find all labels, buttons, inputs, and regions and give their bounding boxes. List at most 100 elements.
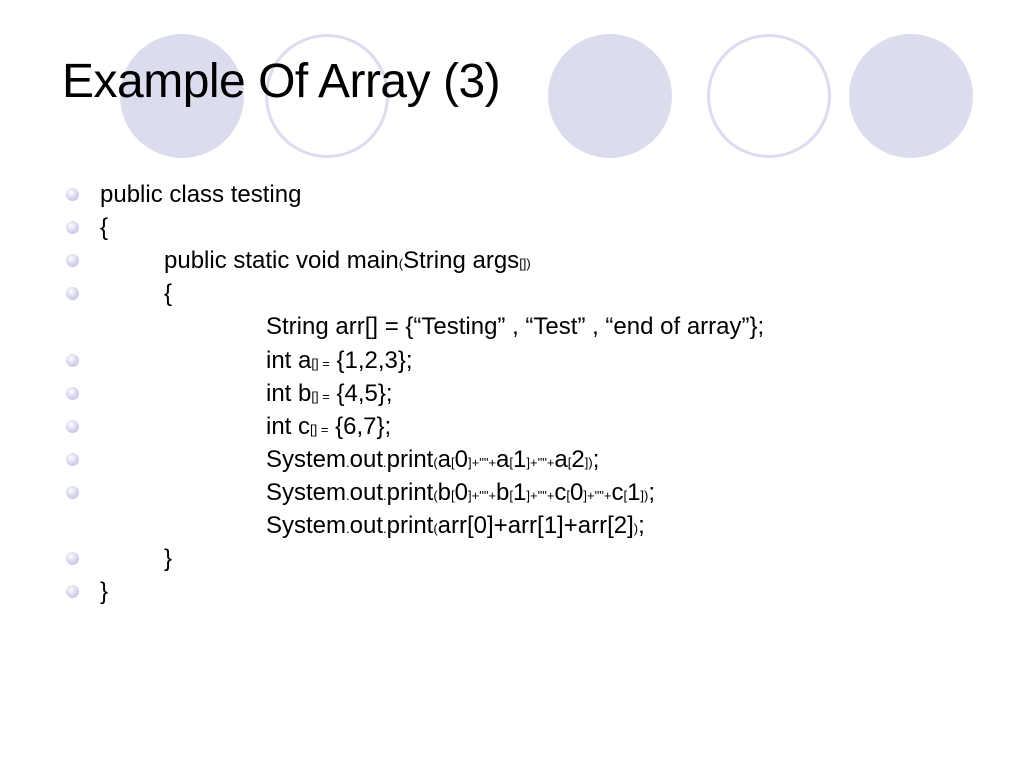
- code-line-text: {: [164, 282, 172, 306]
- code-token: {4,5};: [329, 379, 393, 407]
- code-token: out: [349, 445, 384, 473]
- code-line: String arr[] = {“Testing” , “Test” , “en…: [0, 315, 1024, 343]
- code-token: 1: [627, 478, 641, 506]
- code-line: System.out.print(arr[0]+arr[1]+arr[2]);: [0, 514, 1024, 542]
- bullet-icon: [66, 485, 79, 499]
- code-token: 0: [454, 478, 469, 506]
- code-line-text: int c[] = {6,7};: [266, 414, 391, 439]
- code-line: System.out.print(b[0]+""+b[1]+""+c[0]+""…: [0, 478, 1024, 509]
- code-token: int a: [266, 346, 312, 374]
- bullet-icon: [66, 386, 79, 400]
- code-token: ]+""+: [526, 487, 555, 503]
- code-line-text: int b[] = {4,5};: [266, 379, 393, 407]
- code-token: public class testing: [100, 181, 302, 208]
- code-token: (: [433, 454, 438, 470]
- code-token: [: [623, 487, 628, 503]
- code-line: public class testing: [0, 183, 1024, 211]
- code-token: ;: [648, 478, 656, 506]
- code-line-text: {: [100, 216, 108, 240]
- decor-circle-filled: [120, 34, 244, 158]
- code-token: [: [509, 487, 514, 503]
- code-token: System: [266, 445, 347, 473]
- code-token: 1: [513, 478, 527, 506]
- code-token: ]+""+: [526, 454, 555, 470]
- code-line-text: public class testing: [100, 183, 301, 207]
- code-token: a: [437, 445, 452, 473]
- code-token: {: [100, 214, 109, 242]
- code-token: [] =: [310, 421, 329, 437]
- decor-circle-outline: [265, 34, 389, 158]
- code-token: .: [383, 487, 387, 503]
- code-token: (: [433, 487, 438, 503]
- bullet-icon: [66, 452, 79, 466]
- bullet-icon: [66, 188, 79, 201]
- code-token: arr[0]+arr[1]+arr[2]: [437, 512, 634, 539]
- bullet-icon: [66, 221, 79, 235]
- bullet-icon: [66, 419, 79, 433]
- code-line: System.out.print(a[0]+""+a[1]+""+a[2]);: [0, 445, 1024, 476]
- code-token: 0: [570, 478, 584, 506]
- code-line: public static void main(String args[]): [0, 249, 1024, 277]
- code-token: ]+""+: [468, 454, 497, 470]
- code-token: (: [433, 521, 438, 536]
- code-token: [: [509, 454, 514, 470]
- code-line-text: int a[] = {1,2,3};: [266, 346, 413, 374]
- code-token: (: [398, 256, 404, 272]
- code-token: [: [451, 454, 455, 470]
- code-line-text: System.out.print(b[0]+""+b[1]+""+c[0]+""…: [266, 478, 656, 506]
- code-token: [] =: [311, 355, 330, 371]
- code-line: int c[] = {6,7};: [0, 414, 1024, 443]
- code-token: ;: [638, 512, 645, 539]
- code-token: String args: [403, 247, 520, 275]
- bullet-icon: [66, 353, 79, 367]
- code-token: .: [383, 454, 387, 470]
- code-line-text: }: [164, 547, 172, 571]
- code-token: ;: [592, 445, 600, 473]
- code-token: }: [100, 578, 109, 606]
- code-line: {: [0, 282, 1024, 310]
- code-token: []): [519, 256, 531, 272]
- bullet-icon: [66, 585, 79, 599]
- code-token: int b: [266, 379, 312, 407]
- code-token: print: [386, 478, 434, 506]
- code-token: System: [266, 478, 347, 506]
- code-token: print: [386, 512, 434, 539]
- code-token: System: [266, 512, 347, 539]
- code-token: print: [386, 445, 434, 473]
- code-token: ): [633, 521, 639, 536]
- code-token: a: [554, 445, 568, 473]
- code-token: ]): [640, 487, 649, 503]
- code-token: ]): [584, 454, 593, 470]
- code-line-text: System.out.print(a[0]+""+a[1]+""+a[2]);: [266, 445, 600, 473]
- code-token: c: [554, 478, 567, 506]
- code-token: out: [349, 512, 384, 539]
- code-line-text: String arr[] = {“Testing” , “Test” , “en…: [266, 315, 764, 339]
- code-token: public static void main: [164, 247, 399, 275]
- code-token: 2: [571, 445, 585, 473]
- code-line: {: [0, 216, 1024, 244]
- decor-circle-outline: [707, 34, 831, 158]
- bullet-icon: [66, 254, 79, 268]
- code-token: 1: [513, 445, 527, 473]
- code-token: .: [346, 521, 350, 536]
- code-token: a: [496, 445, 510, 473]
- code-token: String arr[] = {“Testing” , “Test” , “en…: [266, 313, 765, 341]
- slide-title: Example Of Array (3): [62, 55, 501, 108]
- code-token: [: [566, 487, 571, 503]
- code-token: b: [437, 478, 452, 506]
- code-token: ]+""+: [468, 487, 497, 503]
- code-line-text: System.out.print(arr[0]+arr[1]+arr[2]);: [266, 514, 645, 538]
- code-line: int a[] = {1,2,3};: [0, 346, 1024, 377]
- code-token: b: [496, 478, 510, 506]
- code-token: ]+""+: [583, 487, 612, 503]
- code-line: int b[] = {4,5};: [0, 379, 1024, 410]
- code-token: .: [346, 487, 350, 503]
- decor-circle-filled: [849, 34, 973, 158]
- code-token: 0: [454, 445, 469, 473]
- decor-circle-filled: [548, 34, 672, 158]
- bullet-icon: [66, 287, 79, 301]
- code-line-text: public static void main(String args[]): [164, 249, 531, 273]
- code-token: [] =: [311, 388, 330, 404]
- code-token: [: [451, 487, 455, 503]
- code-line: }: [0, 580, 1024, 608]
